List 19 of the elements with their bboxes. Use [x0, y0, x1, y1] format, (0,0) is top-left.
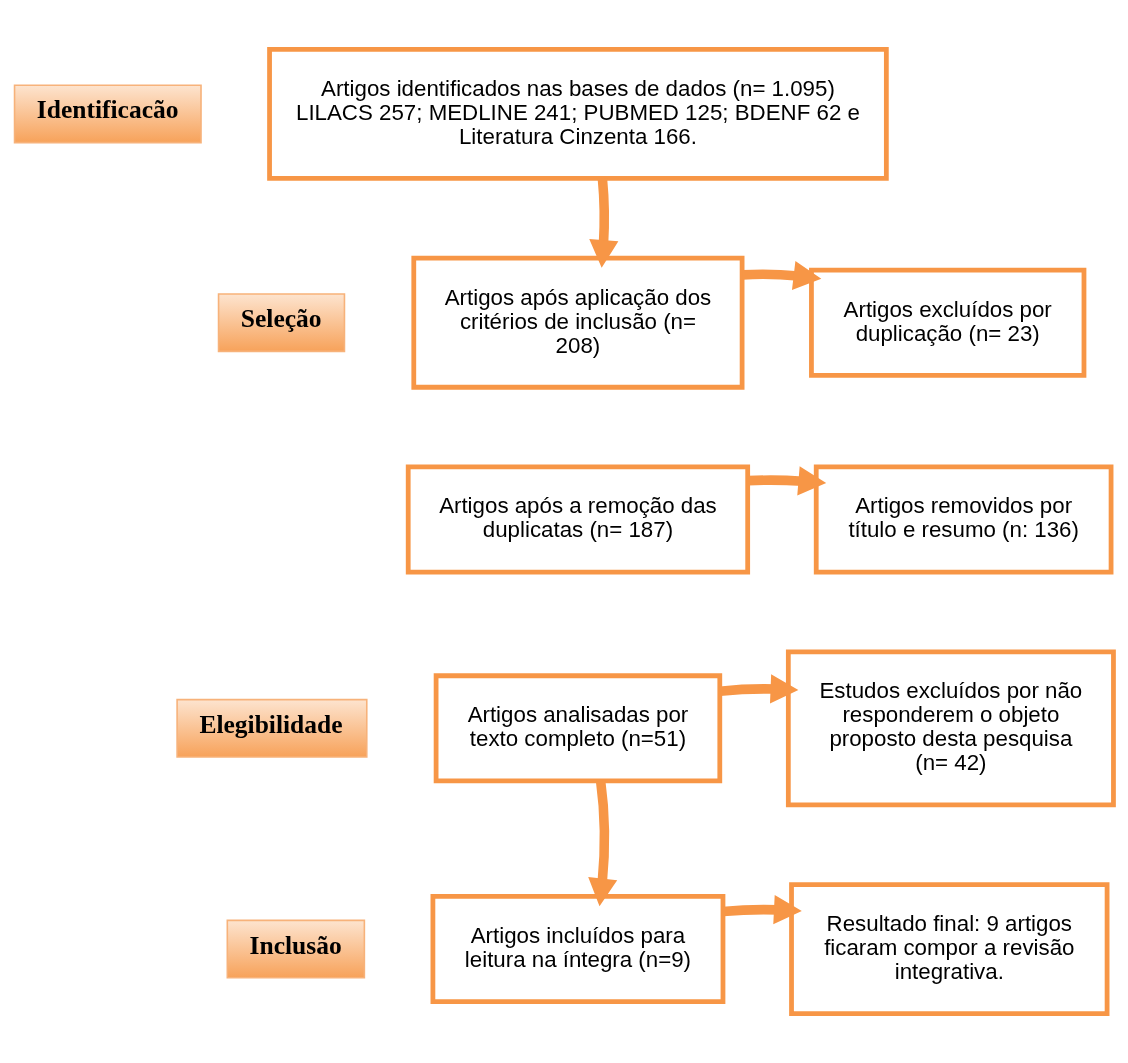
node-box: Artigos analisadas por texto completo (n=51) [433, 673, 723, 784]
node-box: Resultado final: 9 artigos ficaram compor a revisão integrativa. [789, 882, 1110, 1016]
arrow [588, 780, 618, 907]
node-box: Artigos após aplicação dos critérios de inclusão (n= 208) [411, 255, 745, 390]
node-box: Seleção [217, 293, 346, 353]
arrow [722, 895, 802, 925]
arrow [742, 261, 822, 291]
arrow [719, 674, 799, 704]
node-box: Elegibilidade [176, 698, 368, 758]
node-box: Artigos após a remoção das duplicatas (n= 187) [405, 464, 751, 575]
arrow [748, 466, 827, 496]
node-box: Estudos excluídos por não responderem o objeto proposto desta pesquisa (n= 42) [785, 649, 1116, 808]
node-box: Inclusão [226, 919, 366, 979]
node-box: Artigos excluídos por duplicação (n= 23) [809, 267, 1087, 378]
node-box: Artigos identificados nas bases de dados (n= 1.095) LILACS 257; MEDLINE 241; PUBMED 125; BDENF 62 e Literatura Cinzenta 166. [267, 47, 889, 181]
node-box: Artigos removidos por título e resumo (n: 136) [813, 464, 1114, 575]
arrow [589, 178, 619, 268]
node-box: Artigos incluídos para leitura na íntegra (n=9) [430, 894, 726, 1005]
node-box: Identificacão [13, 84, 202, 144]
